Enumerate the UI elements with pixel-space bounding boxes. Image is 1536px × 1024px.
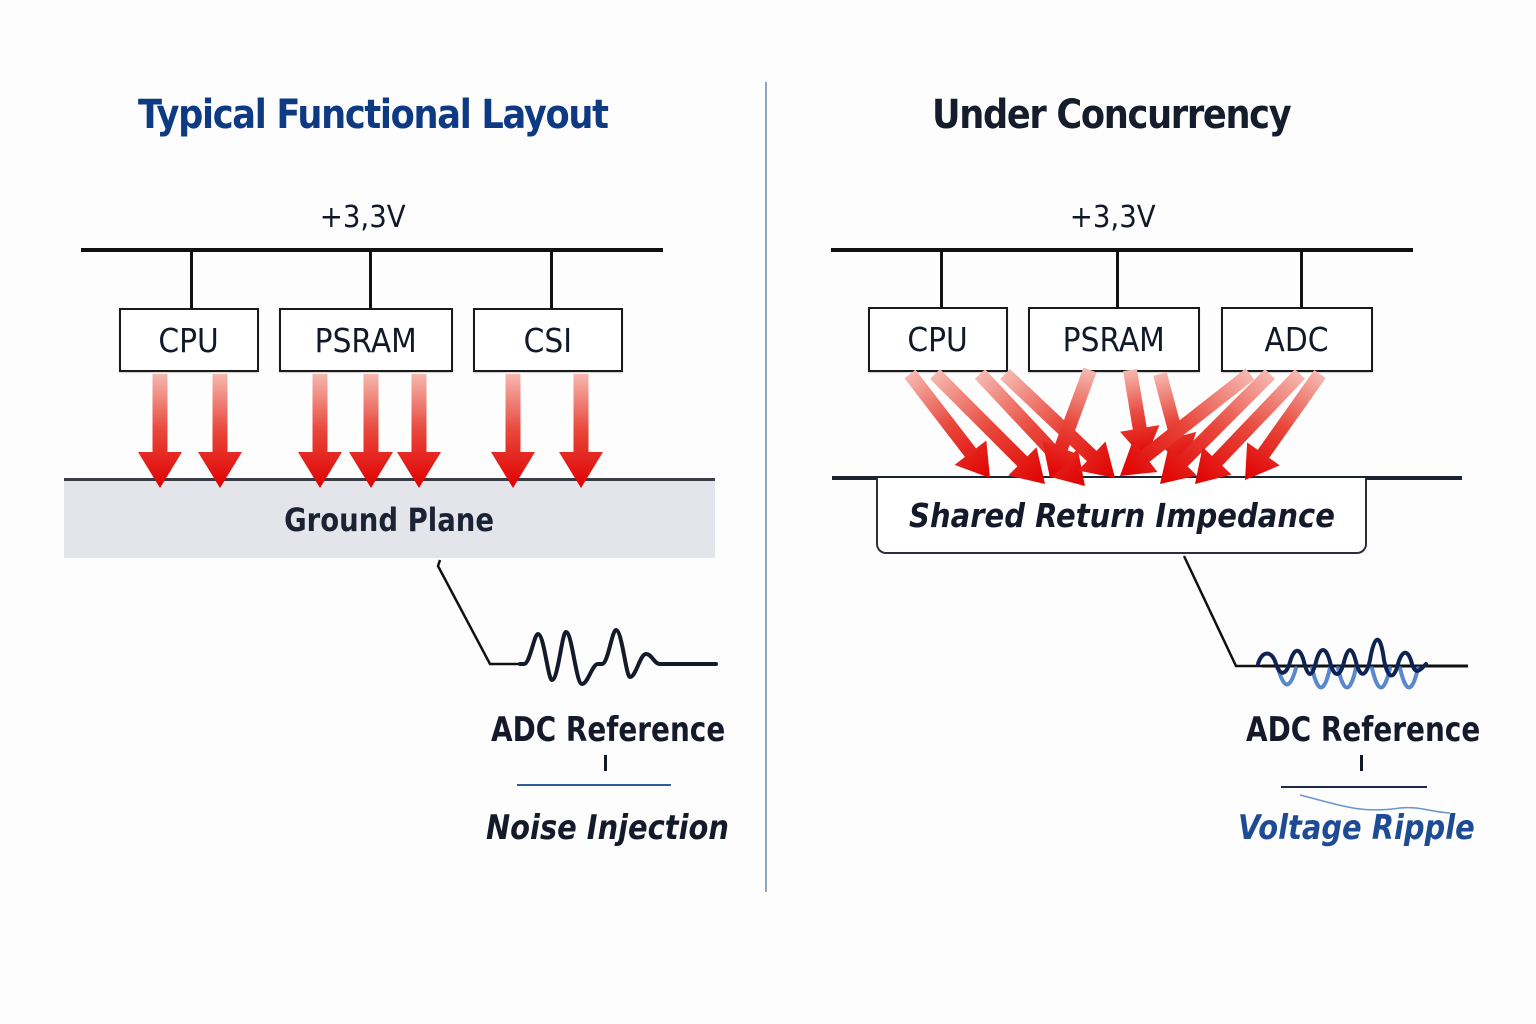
right-ripple-waveform-blue <box>1276 666 1420 690</box>
right-block-cpu: CPU <box>868 307 1008 372</box>
ground-plane: Ground Plane <box>64 478 715 558</box>
right-current-arrow <box>1160 369 1275 484</box>
right-current-arrow <box>1195 369 1306 484</box>
left-current-arrow <box>298 374 342 488</box>
right-current-arrow <box>1245 369 1326 480</box>
right-adc-reference-label: ADC Reference <box>1246 710 1481 750</box>
left-stub-cpu <box>190 250 193 308</box>
left-panel-title: Typical Functional Layout <box>138 92 609 138</box>
right-current-arrow <box>930 369 1045 484</box>
ripple-swoosh <box>1299 794 1451 814</box>
right-stub-psram <box>1116 250 1119 308</box>
left-adc-reference-label: ADC Reference <box>491 710 726 750</box>
left-block-csi: CSI <box>473 308 623 372</box>
left-stub-psram <box>369 250 372 308</box>
right-supply-rail <box>831 248 1413 252</box>
right-current-arrow <box>904 369 990 478</box>
right-stub-adc <box>1300 250 1303 308</box>
right-block-adc: ADC <box>1221 307 1373 372</box>
left-reference-tick <box>604 755 607 771</box>
right-current-arrow <box>1120 368 1255 476</box>
left-block-psram: PSRAM <box>279 308 453 372</box>
left-current-arrow <box>198 374 242 488</box>
left-current-arrow <box>138 374 182 488</box>
right-underline <box>1281 786 1427 788</box>
right-ripple-waveform <box>1256 637 1428 678</box>
right-leader-line <box>1182 555 1262 668</box>
right-block-psram: PSRAM <box>1028 307 1200 372</box>
left-current-arrow <box>349 374 393 488</box>
shared-return-impedance-box: Shared Return Impedance <box>876 478 1367 554</box>
right-reference-tick <box>1360 755 1363 771</box>
right-panel-title: Under Concurrency <box>932 92 1292 138</box>
voltage-ripple-label: Voltage Ripple <box>1238 808 1475 848</box>
left-noise-waveform <box>518 628 718 686</box>
right-current-arrow <box>1000 368 1115 478</box>
left-current-arrow <box>397 374 441 488</box>
right-current-arrow <box>1120 368 1160 460</box>
right-current-arrow <box>1042 367 1097 478</box>
right-stub-cpu <box>940 250 943 308</box>
left-current-arrow <box>491 374 535 488</box>
right-supply-label: +3,3V <box>1069 200 1156 235</box>
left-leader-line <box>436 559 522 666</box>
panel-divider <box>765 82 767 892</box>
left-stub-csi <box>550 250 553 308</box>
left-supply-rail <box>81 248 663 252</box>
left-underline <box>517 784 671 786</box>
noise-injection-label: Noise Injection <box>486 808 729 848</box>
left-block-cpu: CPU <box>119 308 259 372</box>
left-supply-label: +3,3V <box>319 200 406 235</box>
left-current-arrow <box>559 374 603 488</box>
